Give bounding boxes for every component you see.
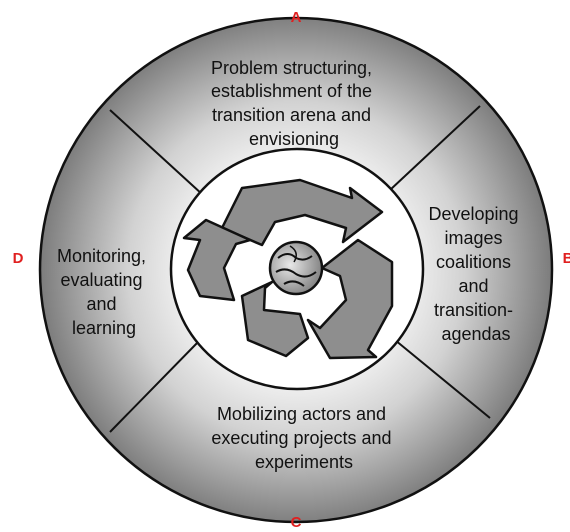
segment-right-line: images [444,228,502,248]
segment-left-line: learning [72,318,136,338]
recycle-arrows-icon [182,178,394,360]
segment-left-text: Monitoring, evaluating and learning [57,246,151,338]
segment-top-line: envisioning [249,129,339,149]
label-c: C [291,514,302,531]
segment-right-line: agendas [441,324,510,344]
label-d: D [13,250,24,267]
segment-top-line: transition arena and [212,105,371,125]
segment-right-line: Developing [428,204,518,224]
segment-left-line: and [86,294,116,314]
segment-top-line: establishment of the [211,81,372,101]
segment-right-text: Developing images coalitions and transit… [428,204,523,344]
globe-icon [268,240,324,296]
segment-bottom-line: executing projects and [211,428,391,448]
label-a: A [291,9,302,26]
segment-right-line: and [458,276,488,296]
segment-right-line: coalitions [436,252,511,272]
segment-right-line: transition- [434,300,513,320]
segment-top-line: Problem structuring, [211,58,372,78]
segment-bottom-line: experiments [255,452,353,472]
segment-bottom-line: Mobilizing actors and [217,404,386,424]
segment-left-line: Monitoring, [57,246,146,266]
segment-left-line: evaluating [60,270,142,290]
label-b: B [563,250,570,267]
segment-bottom-text: Mobilizing actors and executing projects… [211,404,396,472]
segment-top-text: Problem structuring, establishment of th… [211,58,377,149]
quadrant-dividers [109,105,491,433]
